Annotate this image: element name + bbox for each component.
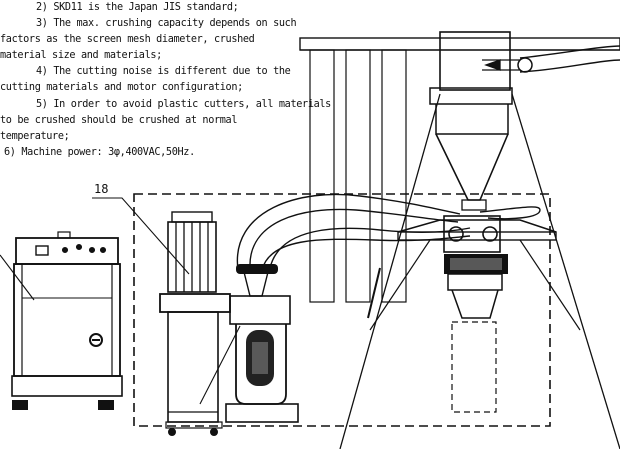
note-line: material size and materials;	[0, 50, 162, 62]
note-line: to be crushed should be crushed at norma…	[0, 114, 238, 126]
crusher	[339, 93, 620, 449]
note-line: 3) The max. crushing capacity depends on…	[36, 18, 297, 30]
control-cabinet	[0, 231, 123, 410]
note-line: temperature;	[0, 130, 70, 142]
system-boundary	[133, 193, 551, 427]
note-line: 4) The cutting noise is different due to…	[36, 66, 291, 78]
callout-label: 18	[94, 182, 109, 196]
dust-collector	[159, 211, 299, 436]
note-line: 6) Machine power: 3φ,400VAC,50Hz.	[4, 146, 195, 158]
callout-leader	[92, 197, 190, 275]
note-line: 2) SKD11 is the Japan JIS standard;	[36, 2, 239, 13]
note-line: 5) In order to avoid plastic cutters, al…	[36, 98, 331, 110]
note-line: factors as the screen mesh diameter, cru…	[0, 34, 255, 46]
cyclone-separator	[299, 31, 620, 303]
note-line: cutting materials and motor configuratio…	[0, 82, 243, 94]
technical-notes: 2) SKD11 is the Japan JIS standard; 3) T…	[0, 0, 331, 161]
suction-hoses	[236, 193, 541, 271]
